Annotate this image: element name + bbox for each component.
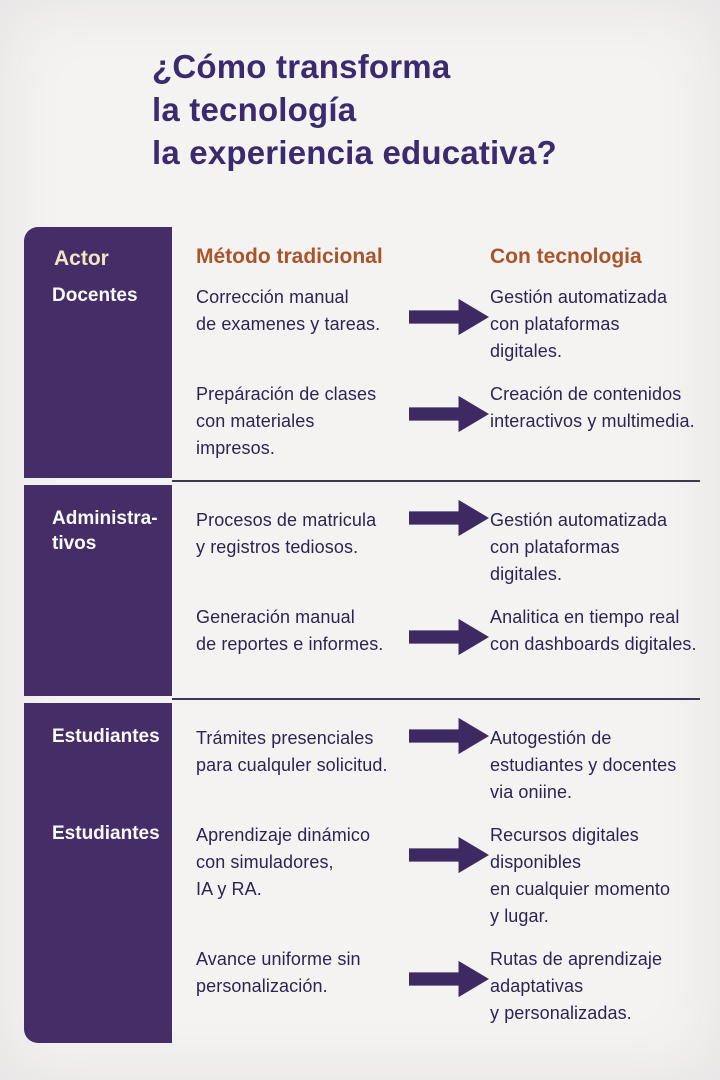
traditional-column-header: Método tradicional xyxy=(172,227,408,284)
traditional-text: Avance uniforme sin personalización. xyxy=(196,948,361,996)
arrow-cell xyxy=(408,284,490,381)
technology-cell: Creación de contenidos interactivos y mu… xyxy=(490,381,700,478)
arrow-cell xyxy=(408,822,490,946)
technology-text: Recursos digitales disponibles en cualqu… xyxy=(490,824,671,926)
traditional-cell: Avance uniforme sin personalización. xyxy=(172,946,408,1043)
arrow-cell xyxy=(408,604,490,696)
page-title: ¿Cómo transforma la tecnología la experi… xyxy=(152,48,557,171)
traditional-text: Prepáración de clases con materiales imp… xyxy=(196,383,377,458)
comparison-table: Actor Método tradicional Con tecnologia … xyxy=(24,226,700,1043)
traditional-text: Corrección manual de examenes y tareas. xyxy=(196,286,381,334)
arrow-right-icon xyxy=(409,618,489,656)
arrow-right-icon xyxy=(409,395,489,433)
traditional-cell: Aprendizaje dinámico con simuladores, IA… xyxy=(172,822,408,946)
actor-cell: Estudiantes xyxy=(24,702,172,822)
technology-text: Gestión automatizada con plataformas dig… xyxy=(490,509,668,584)
traditional-cell: Trámites presenciales para cualquler sol… xyxy=(172,703,408,822)
arrow-cell xyxy=(408,381,490,478)
arrow-cell xyxy=(408,703,490,822)
technology-cell: Analitica en tiempo real con dashboards … xyxy=(490,604,700,696)
actor-cell: Estudiantes xyxy=(24,821,172,946)
traditional-text: Generación manual de reportes e informes… xyxy=(196,606,384,654)
technology-text: Gestión automatizada con plataformas dig… xyxy=(490,286,668,361)
arrow-right-icon xyxy=(409,499,489,537)
actor-label: Administra- tivos xyxy=(52,507,158,554)
arrow-right-icon xyxy=(409,717,489,755)
traditional-text: Aprendizaje dinámico con simuladores, IA… xyxy=(196,824,371,899)
technology-header-label: Con tecnologia xyxy=(490,244,642,268)
traditional-cell: Corrección manual de examenes y tareas. xyxy=(172,284,408,381)
header-spacer xyxy=(408,227,490,284)
technology-cell: Gestión automatizada con plataformas dig… xyxy=(490,284,700,381)
actor-column-header: Actor xyxy=(24,226,172,284)
arrow-cell xyxy=(408,485,490,604)
technology-text: Creación de contenidos interactivos y mu… xyxy=(490,383,695,431)
actor-cell xyxy=(24,380,172,478)
technology-cell: Rutas de aprendizaje adaptativas y perso… xyxy=(490,946,700,1043)
traditional-text: Procesos de matricula y registros tedios… xyxy=(196,509,377,557)
section-estudiantes: Estudiantes Trámites presenciales para c… xyxy=(24,702,700,1043)
arrow-right-icon xyxy=(409,960,489,998)
arrow-right-icon xyxy=(409,836,489,874)
technology-cell: Gestión automatizada con plataformas dig… xyxy=(490,485,700,604)
section-docentes: Actor Método tradicional Con tecnologia … xyxy=(24,226,700,478)
technology-cell: Recursos digitales disponibles en cualqu… xyxy=(490,822,700,946)
traditional-text: Trámites presenciales para cualquler sol… xyxy=(196,727,388,775)
actor-cell: Docentes xyxy=(24,283,172,381)
technology-text: Rutas de aprendizaje adaptativas y perso… xyxy=(490,948,663,1023)
traditional-cell: Generación manual de reportes e informes… xyxy=(172,604,408,696)
actor-label: Estudiantes xyxy=(52,822,160,844)
actor-label: Docentes xyxy=(52,284,138,306)
arrow-right-icon xyxy=(409,298,489,336)
actor-cell: Administra- tivos xyxy=(24,484,172,604)
traditional-cell: Procesos de matricula y registros tedios… xyxy=(172,485,408,604)
actor-label: Estudiantes xyxy=(52,725,160,747)
actor-cell xyxy=(24,945,172,1043)
traditional-cell: Prepáración de clases con materiales imp… xyxy=(172,381,408,478)
section-divider xyxy=(172,479,700,482)
actor-cell xyxy=(24,603,172,696)
section-divider xyxy=(172,697,700,700)
technology-text: Autogestión de estudiantes y docentes vi… xyxy=(490,727,677,802)
section-administrativos: Administra- tivos Procesos de matricula … xyxy=(24,484,700,696)
technology-cell: Autogestión de estudiantes y docentes vi… xyxy=(490,703,700,822)
technology-column-header: Con tecnologia xyxy=(490,227,700,284)
technology-text: Analitica en tiempo real con dashboards … xyxy=(490,606,697,654)
arrow-cell xyxy=(408,946,490,1043)
traditional-header-label: Método tradicional xyxy=(196,244,383,268)
